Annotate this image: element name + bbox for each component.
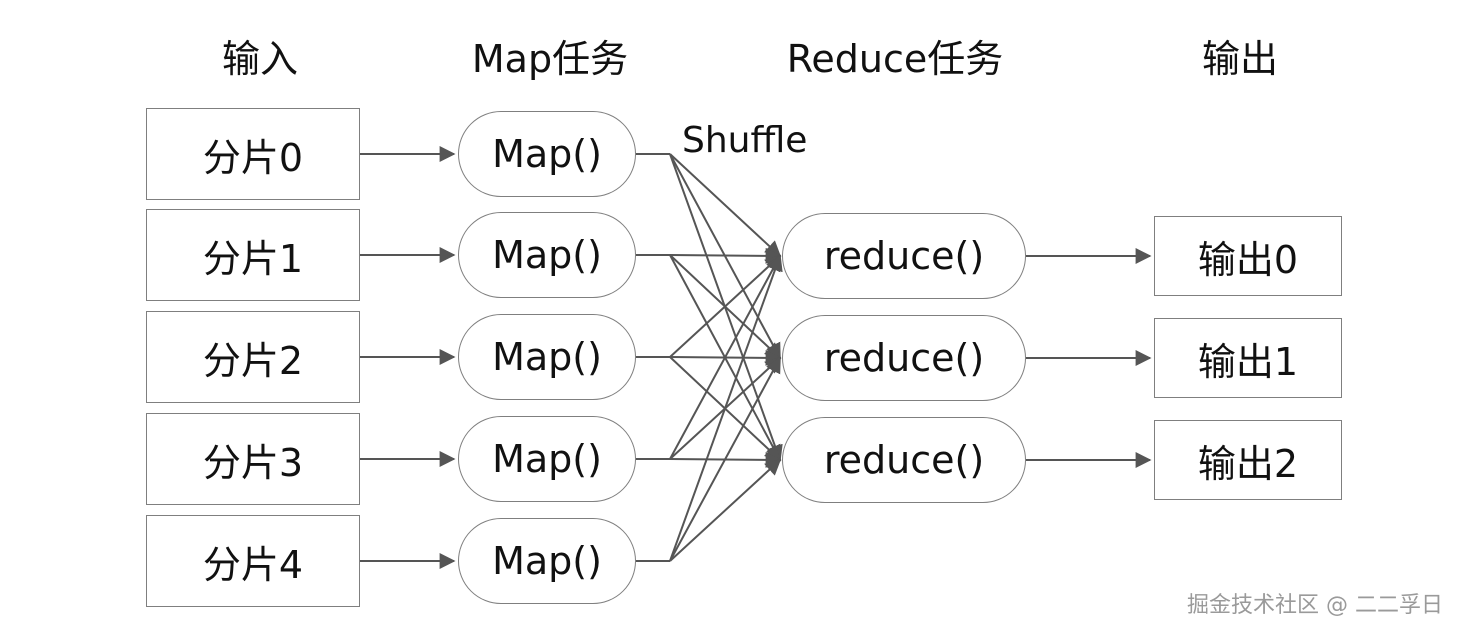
output-0: 输出0 — [1154, 216, 1342, 296]
header-map-task: Map任务 — [471, 37, 629, 81]
reduce-node-2: reduce() — [782, 417, 1026, 503]
map-node-1: Map() — [458, 212, 636, 298]
watermark: 掘金技术社区 @ 二二孚日 — [1187, 593, 1443, 618]
map-node-4: Map() — [458, 518, 636, 604]
header-reduce-task: Reduce任务 — [786, 37, 1004, 81]
reduce-node-1: reduce() — [782, 315, 1026, 401]
shuffle-edge-4-0 — [669, 254, 783, 562]
split-3: 分片3 — [146, 413, 360, 505]
shuffle-edge-2-0 — [669, 254, 782, 358]
map-node-0: Map() — [458, 111, 636, 197]
shuffle-label: Shuffle — [682, 120, 808, 161]
split-4: 分片4 — [146, 515, 360, 607]
split-1: 分片1 — [146, 209, 360, 301]
reduce-node-0: reduce() — [782, 213, 1026, 299]
shuffle-edge-0-0 — [669, 153, 782, 258]
header-output: 输出 — [1201, 37, 1278, 81]
shuffle-edge-4-1 — [669, 356, 781, 562]
shuffle-edge-4-2 — [669, 458, 782, 562]
split-0: 分片0 — [146, 108, 360, 200]
output-1: 输出1 — [1154, 318, 1342, 398]
shuffle-edge-1-0 — [669, 247, 782, 264]
output-2: 输出2 — [1154, 420, 1342, 500]
split-2: 分片2 — [146, 311, 360, 403]
map-node-3: Map() — [458, 416, 636, 502]
map-node-2: Map() — [458, 314, 636, 400]
header-input: 输入 — [221, 37, 298, 81]
shuffle-edge-3-0 — [669, 254, 781, 460]
